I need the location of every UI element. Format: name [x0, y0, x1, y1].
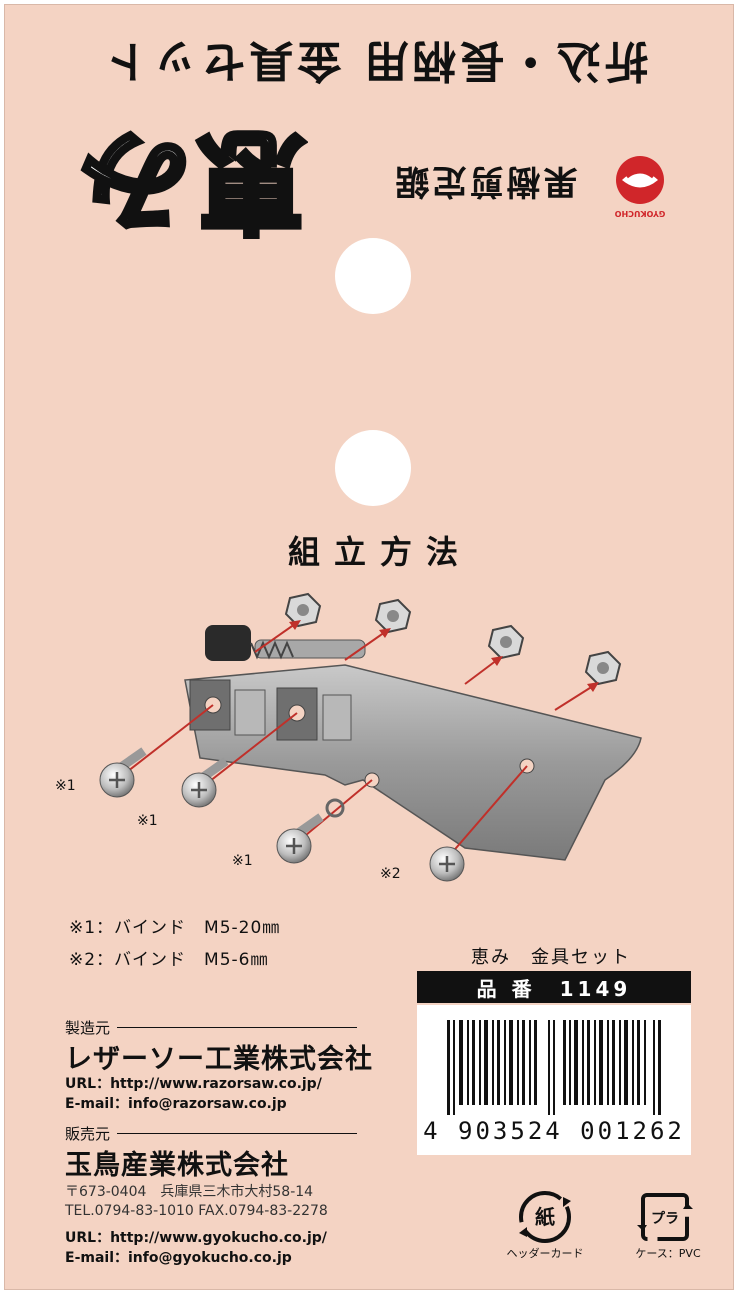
manufacturer-label: 製造元 — [65, 1019, 111, 1037]
seller-address: 〒673-0404 兵庫県三木市大村58-14 — [65, 1184, 314, 1200]
seller-company: 玉鳥産業株式会社 — [65, 1150, 289, 1181]
legend-line-1: ※1：バインド M5-20㎜ — [69, 918, 281, 938]
product-name: 恵み 金具セット — [471, 947, 631, 968]
package-card: 折込・長柄用 金具セット 恵み 果樹剪定鋸 GYOKUCHO 組立方法 — [4, 4, 734, 1290]
gyokucho-logo-icon: GYOKUCHO — [614, 156, 665, 218]
plastic-recycle-label: ケース：PVC — [635, 1247, 701, 1260]
product-number: 品 番 1149 — [417, 971, 691, 1003]
lock-spring — [250, 640, 294, 660]
fitting-slot-2 — [234, 689, 266, 736]
manufacturer-url: URL：http://www.razorsaw.co.jp/ — [65, 1076, 322, 1092]
lock-knob — [205, 625, 251, 661]
screw-4 — [429, 846, 465, 882]
logo-text: GYOKUCHO — [614, 209, 665, 218]
seller-url: URL：http://www.gyokucho.co.jp/ — [65, 1230, 327, 1246]
screw-1 — [99, 747, 147, 798]
barcode-bars-icon — [447, 1020, 661, 1115]
manufacturer-company: レザーソー工業株式会社 — [65, 1044, 373, 1075]
maker-label: 果樹剪定鋸 — [392, 161, 578, 202]
screw-2 — [181, 757, 229, 808]
paper-recycle-label: ヘッダーカード — [506, 1247, 584, 1260]
legend-line-2: ※2：バインド M5-6㎜ — [69, 950, 269, 970]
barcode-number: 4 903524 001262 — [423, 1117, 685, 1145]
seller-label: 販売元 — [65, 1125, 111, 1143]
seller-divider — [117, 1133, 357, 1134]
plastic-recycle-icon: プラ — [637, 1193, 693, 1241]
fitting-slot-4 — [322, 694, 352, 741]
hang-hole-top — [335, 238, 411, 314]
brand-logo: 恵み — [72, 114, 309, 248]
hang-hole-bottom — [335, 430, 411, 506]
assembly-diagram: ※1 ※1 ※1 ※2 — [55, 592, 642, 882]
mark-2: ※1 — [137, 813, 158, 829]
mark-1: ※1 — [55, 778, 76, 794]
paper-mark: 紙 — [535, 1205, 555, 1229]
mark-4: ※2 — [380, 866, 401, 882]
seller-email: E-mail：info@gyokucho.co.jp — [65, 1250, 292, 1266]
paper-recycle-icon: 紙 — [519, 1191, 571, 1243]
manufacturer-email: E-mail：info@razorsaw.co.jp — [65, 1096, 287, 1112]
manufacturer-divider — [117, 1027, 357, 1028]
seller-tel: TEL.0794-83-1010 FAX.0794-83-2278 — [65, 1203, 328, 1219]
mark-3: ※1 — [232, 853, 253, 869]
screw-3 — [276, 813, 324, 864]
product-title: 折込・長柄用 金具セット — [101, 35, 649, 86]
barcode — [417, 1005, 691, 1155]
assembly-title: 組立方法 — [287, 533, 472, 571]
plastic-mark: プラ — [651, 1211, 679, 1227]
washer — [325, 798, 345, 818]
